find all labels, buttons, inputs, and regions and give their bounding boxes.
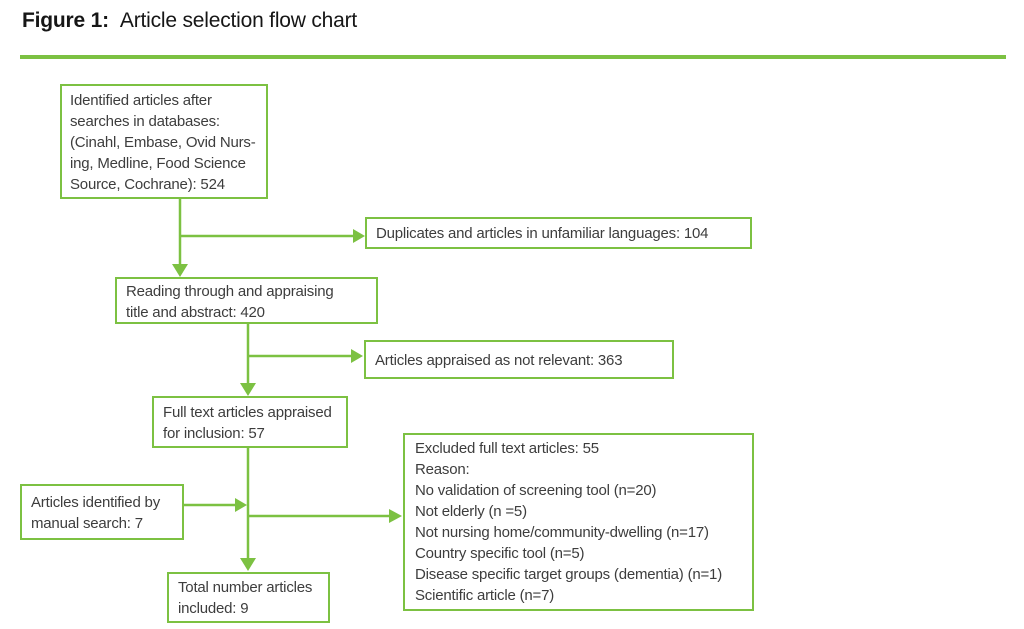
arrow-screening-to-fulltext bbox=[240, 323, 256, 396]
figure-title: Figure 1: Article selection flow chart bbox=[22, 9, 357, 33]
figure-title-text: Article selection flow chart bbox=[119, 9, 358, 32]
arrow-manual-to-flow bbox=[184, 498, 247, 512]
box-title-abstract-screening: Reading through and appraising title and… bbox=[115, 277, 378, 324]
box-excluded-fulltext: Excluded full text articles: 55 Reason: … bbox=[403, 433, 754, 611]
arrow-branch-to-not-relevant bbox=[248, 349, 363, 363]
figure-label: Figure 1: bbox=[22, 9, 109, 32]
arrow-fulltext-to-total bbox=[240, 447, 256, 571]
title-divider bbox=[20, 55, 1006, 59]
box-manual-search: Articles identified by manual search: 7 bbox=[20, 484, 184, 540]
box-not-relevant: Articles appraised as not relevant: 363 bbox=[364, 340, 674, 379]
box-fulltext-appraised: Full text articles appraised for inclusi… bbox=[152, 396, 348, 448]
arrow-branch-to-excluded bbox=[248, 509, 402, 523]
box-duplicates-removed: Duplicates and articles in unfamiliar la… bbox=[365, 217, 752, 249]
arrow-branch-to-duplicates bbox=[179, 229, 365, 243]
box-total-included: Total number articles included: 9 bbox=[167, 572, 330, 623]
box-identified-articles: Identified articles after searches in da… bbox=[60, 84, 268, 199]
arrow-identified-to-screening bbox=[172, 199, 188, 277]
